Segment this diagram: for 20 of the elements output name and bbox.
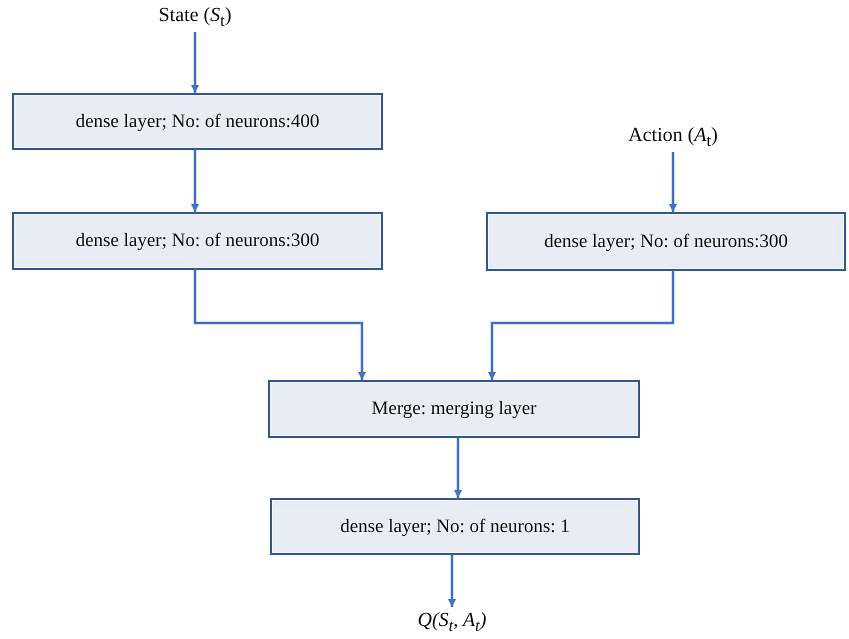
io-label: State (S$_{t}$) xyxy=(158,4,232,30)
arrow xyxy=(454,438,462,498)
layer-box xyxy=(268,380,640,438)
arrow xyxy=(669,152,677,212)
layer-box xyxy=(486,212,846,271)
layer-label: dense layer; No: of neurons: 1 xyxy=(340,516,570,538)
arrow xyxy=(488,271,674,380)
layer-box xyxy=(12,93,383,150)
layer-label: dense layer; No: of neurons:300 xyxy=(544,230,788,252)
arrow xyxy=(194,270,366,380)
io-label: Q(S$_{t}$, A$_{t}$) xyxy=(418,608,486,636)
arrow xyxy=(191,150,199,212)
io-label: Action (A$_{t}$) xyxy=(628,124,718,150)
layer-label: dense layer; No: of neurons:300 xyxy=(76,230,320,252)
layer-label: Merge: merging layer xyxy=(372,398,536,420)
layer-box xyxy=(270,498,640,555)
layer-label: dense layer; No: of neurons:400 xyxy=(76,110,320,132)
arrow xyxy=(448,555,456,607)
layer-box xyxy=(12,212,383,270)
arrow xyxy=(191,32,199,93)
